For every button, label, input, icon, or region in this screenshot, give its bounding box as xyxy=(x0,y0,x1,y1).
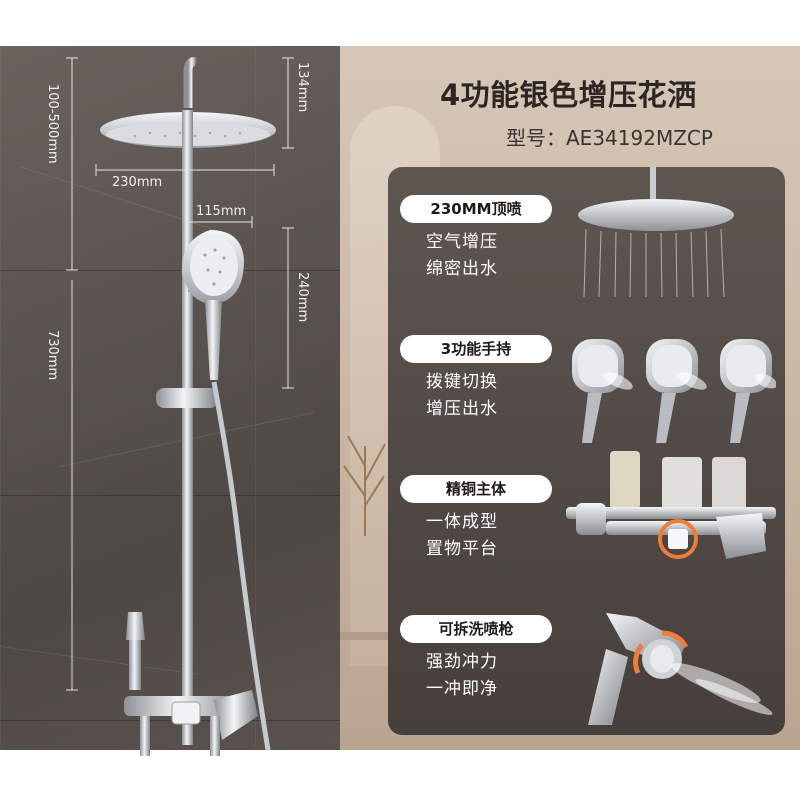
riser-range-label: 100-500mm xyxy=(45,84,60,164)
head-width-label: 230mm xyxy=(112,175,163,190)
feature-brass-body: 精铜主体 一体成型 置物平台 xyxy=(388,447,785,587)
feature-line: 空气增压 xyxy=(426,232,498,252)
feature-badge: 3功能手持 xyxy=(400,335,552,363)
bar-height-label: 730mm xyxy=(45,330,60,381)
feature-badge: 230MM顶喷 xyxy=(400,195,552,223)
feature-badge: 精铜主体 xyxy=(400,475,552,503)
bidet-sprayer xyxy=(126,612,145,640)
feature-rain-shower: 230MM顶喷 空气增压 绵密出水 xyxy=(388,167,785,307)
shower-system-illustration xyxy=(66,57,294,756)
model-number: 型号：AE34192MZCP xyxy=(506,126,713,150)
feature-line: 增压出水 xyxy=(426,399,498,419)
feature-line: 置物平台 xyxy=(426,539,498,559)
feature-panel: 230MM顶喷 空气增压 绵密出水 xyxy=(388,167,785,735)
plant-decor-icon xyxy=(343,435,386,536)
feature-handheld: 3功能手持 拨键切换 增压出水 xyxy=(388,307,785,447)
feature-sprayer: 可拆洗喷枪 强劲冲力 一冲即净 xyxy=(388,587,785,727)
product-title: 4功能银色增压花洒 xyxy=(440,78,697,112)
feature-line: 拨键切换 xyxy=(426,372,498,392)
handheld-shower-icon xyxy=(572,339,776,443)
feature-line: 一体成型 xyxy=(426,512,498,532)
riser-pipe xyxy=(182,110,193,745)
handheld-handle xyxy=(205,300,222,380)
feature-line: 强劲冲力 xyxy=(426,652,498,672)
feature-line: 绵密出水 xyxy=(426,259,498,279)
bidet-sprayer-icon xyxy=(588,613,773,725)
head-height-label: 134mm xyxy=(295,62,310,113)
handheld-width-label: 115mm xyxy=(196,204,247,219)
handheld-length-label: 240mm xyxy=(295,272,310,323)
mixer-lever xyxy=(214,690,258,740)
hose xyxy=(211,381,271,751)
shower-arm xyxy=(183,57,198,108)
slider-bracket xyxy=(156,388,218,408)
mixer-valve-icon xyxy=(566,451,776,559)
feature-badge: 可拆洗喷枪 xyxy=(400,615,552,643)
feature-line: 一冲即净 xyxy=(426,679,498,699)
rain-shower-head-icon xyxy=(578,167,734,298)
